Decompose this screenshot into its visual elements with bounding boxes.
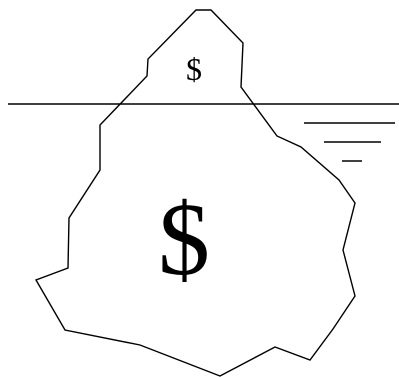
hidden-dollar-label: $: [158, 182, 210, 297]
tip-dollar-label: $: [186, 51, 202, 87]
